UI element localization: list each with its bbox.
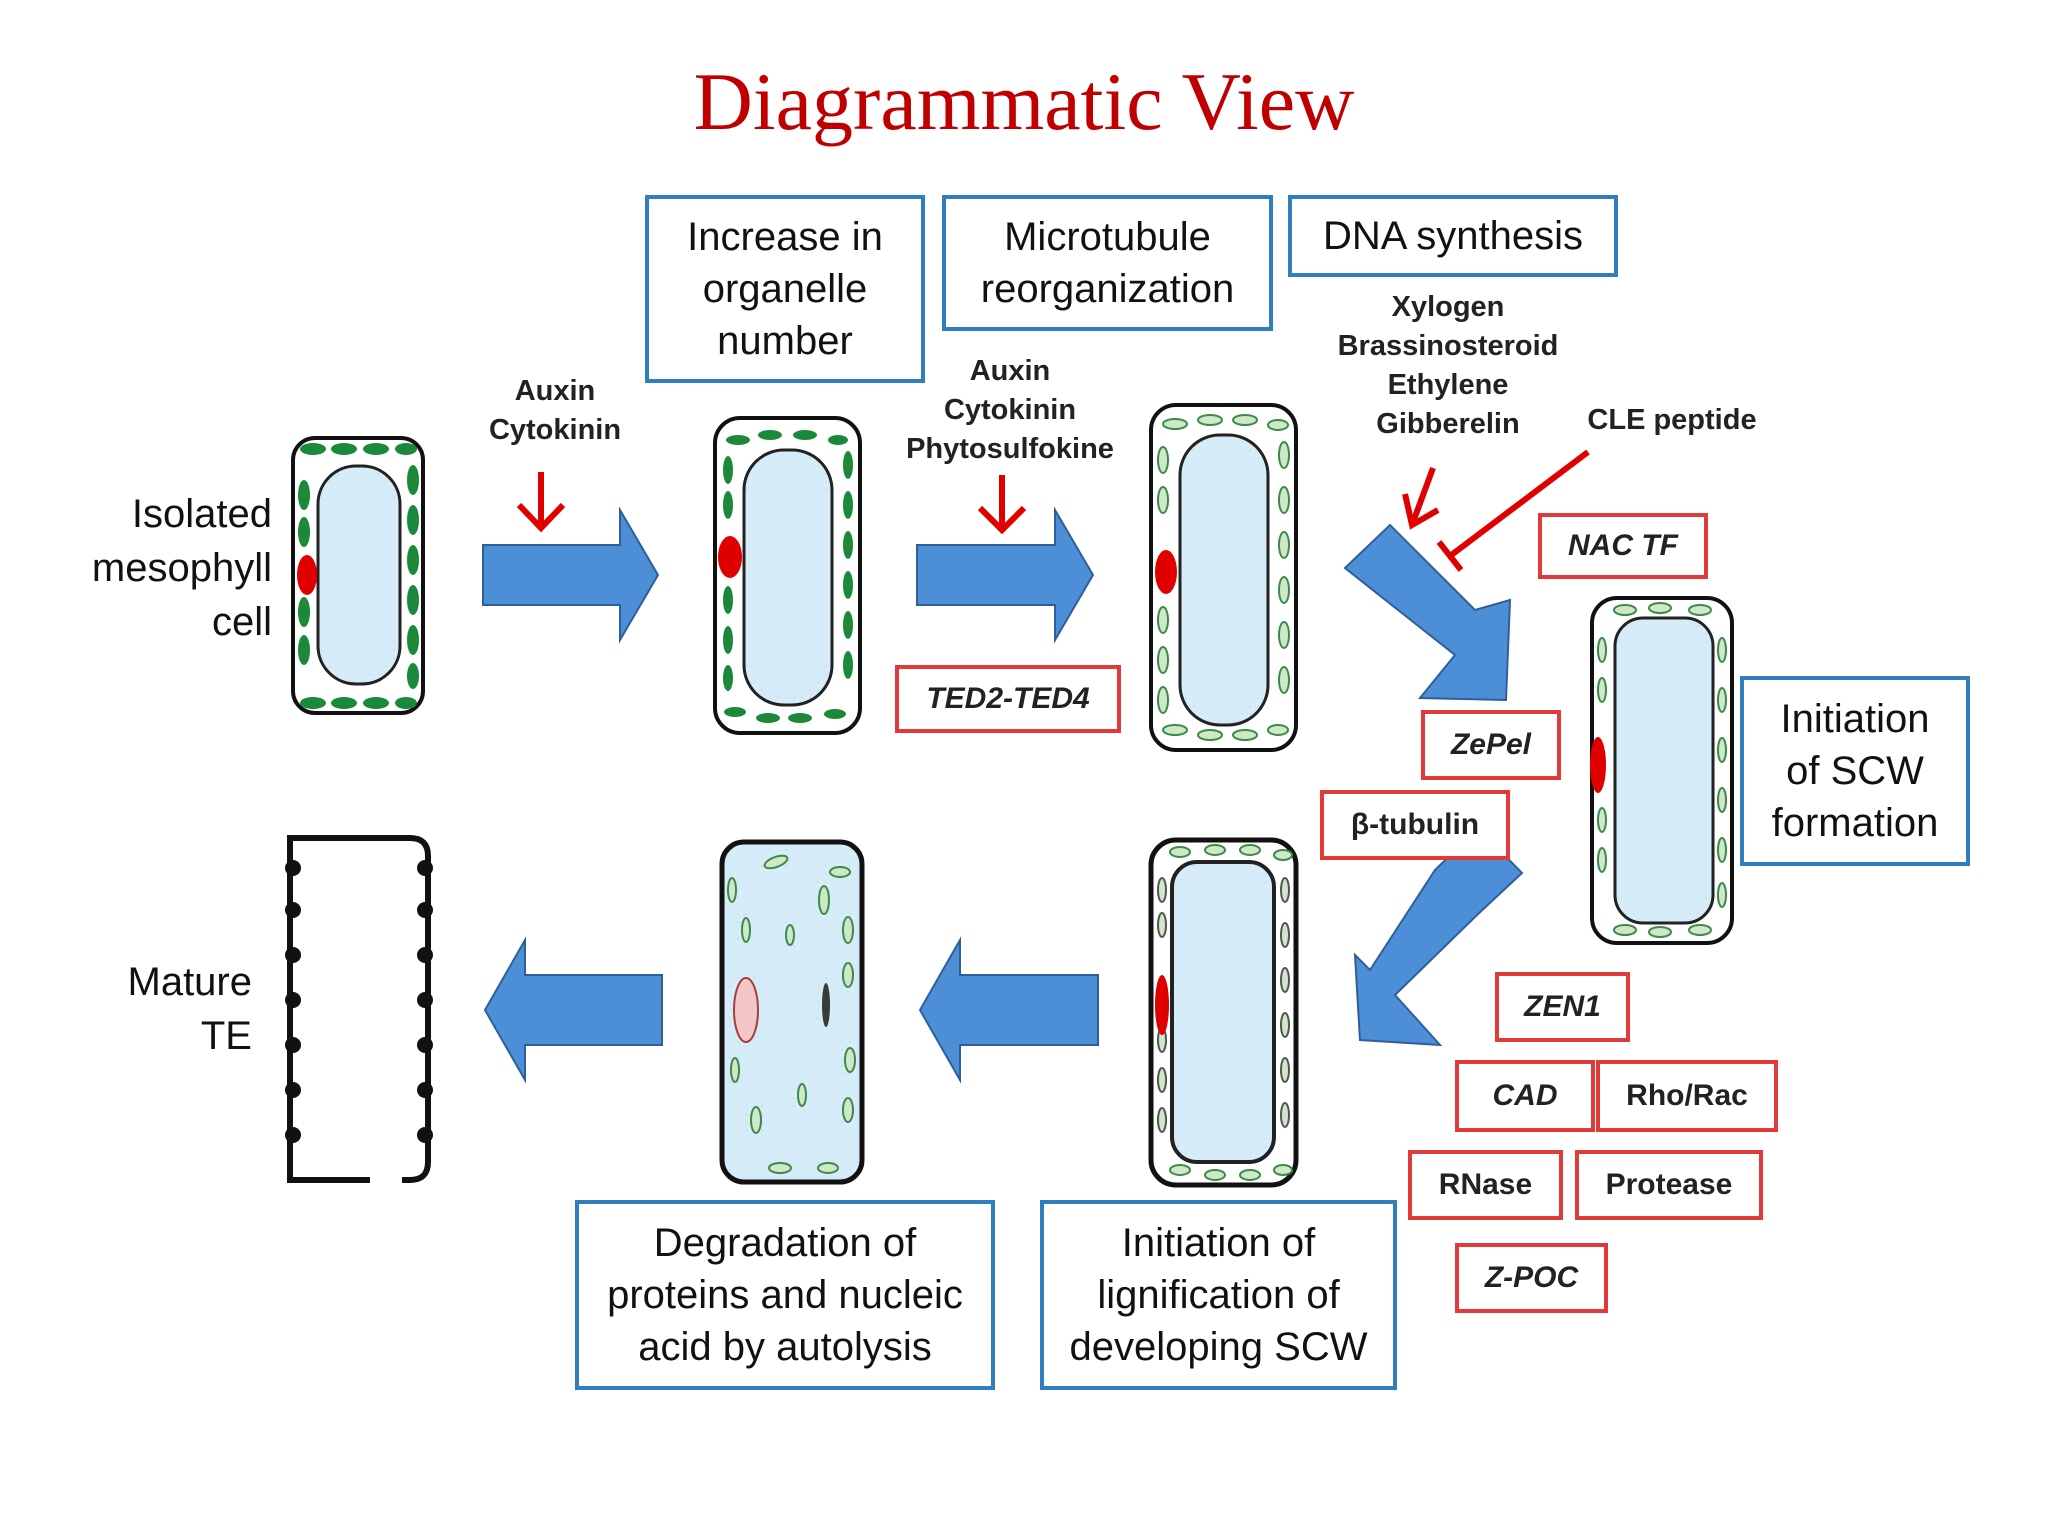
process-box-dna: DNA synthesis xyxy=(1288,195,1618,277)
cell-stage-6 xyxy=(719,839,865,1185)
gene-box-beta-tubulin: β-tubulin xyxy=(1320,790,1510,860)
arrow-stage-6-to-7 xyxy=(483,936,663,1084)
cell-stage-4 xyxy=(1590,596,1734,945)
process-box-scw-formation: Initiation of SCW formation xyxy=(1740,676,1970,866)
arrow-stage-1-to-2 xyxy=(482,506,660,644)
nucleus xyxy=(1155,550,1177,594)
gene-box-rho-rac: Rho/Rac xyxy=(1596,1060,1778,1132)
mature-te-label: Mature TE xyxy=(127,960,253,1058)
gene-box-z-poc: Z-POC xyxy=(1455,1243,1608,1313)
gene-box-zen1: ZEN1 xyxy=(1495,972,1630,1042)
gene-box-zepel: ZePel xyxy=(1421,710,1561,780)
cell-stage-2 xyxy=(713,416,862,735)
cle-peptide-label: CLE peptide xyxy=(1587,404,1757,436)
process-box-microtubule: Microtubule reorganization xyxy=(942,195,1273,331)
nucleus xyxy=(1590,737,1606,793)
gene-box-cad: CAD xyxy=(1455,1060,1595,1132)
process-box-organelle: Increase in organelle number xyxy=(645,195,925,383)
nucleus xyxy=(1155,975,1169,1035)
gene-box-nac: NAC TF xyxy=(1538,513,1708,579)
gene-box-ted: TED2-TED4 xyxy=(895,665,1121,733)
gene-box-protease: Protease xyxy=(1575,1150,1763,1220)
nucleus xyxy=(718,536,742,578)
cell-stage-5 xyxy=(1148,837,1299,1188)
gene-box-rnase: RNase xyxy=(1408,1150,1563,1220)
hormone-arrow-2 xyxy=(977,475,1027,535)
arrow-stage-2-to-3 xyxy=(916,506,1095,644)
arrow-stage-5-to-6 xyxy=(918,936,1099,1084)
process-box-degradation: Degradation of proteins and nucleic acid… xyxy=(575,1200,995,1390)
hormone-arrow-3 xyxy=(1402,466,1440,530)
hormone-arrow-1 xyxy=(516,472,566,533)
page-title: Diagrammatic View xyxy=(693,56,1355,147)
arrow-stage-3-to-4 xyxy=(1343,523,1512,702)
nucleus xyxy=(297,555,317,595)
process-box-lignification: Initiation of lignification of developin… xyxy=(1040,1200,1397,1390)
isolated-mesophyll-label: Isolated mesophyll cell xyxy=(91,492,272,644)
hormone-label-1: Auxin Cytokinin xyxy=(488,375,622,447)
cle-inhibition-arrow xyxy=(1436,449,1590,572)
hormone-label-2: Auxin Cytokinin Phytosulfokine xyxy=(906,355,1114,466)
mature-te-cell xyxy=(285,835,433,1183)
hormone-label-3: Xylogen Brassinosteroid Ethylene Gibbere… xyxy=(1337,291,1559,441)
cell-stage-3 xyxy=(1149,403,1298,752)
isolated-mesophyll-cell xyxy=(291,436,425,715)
